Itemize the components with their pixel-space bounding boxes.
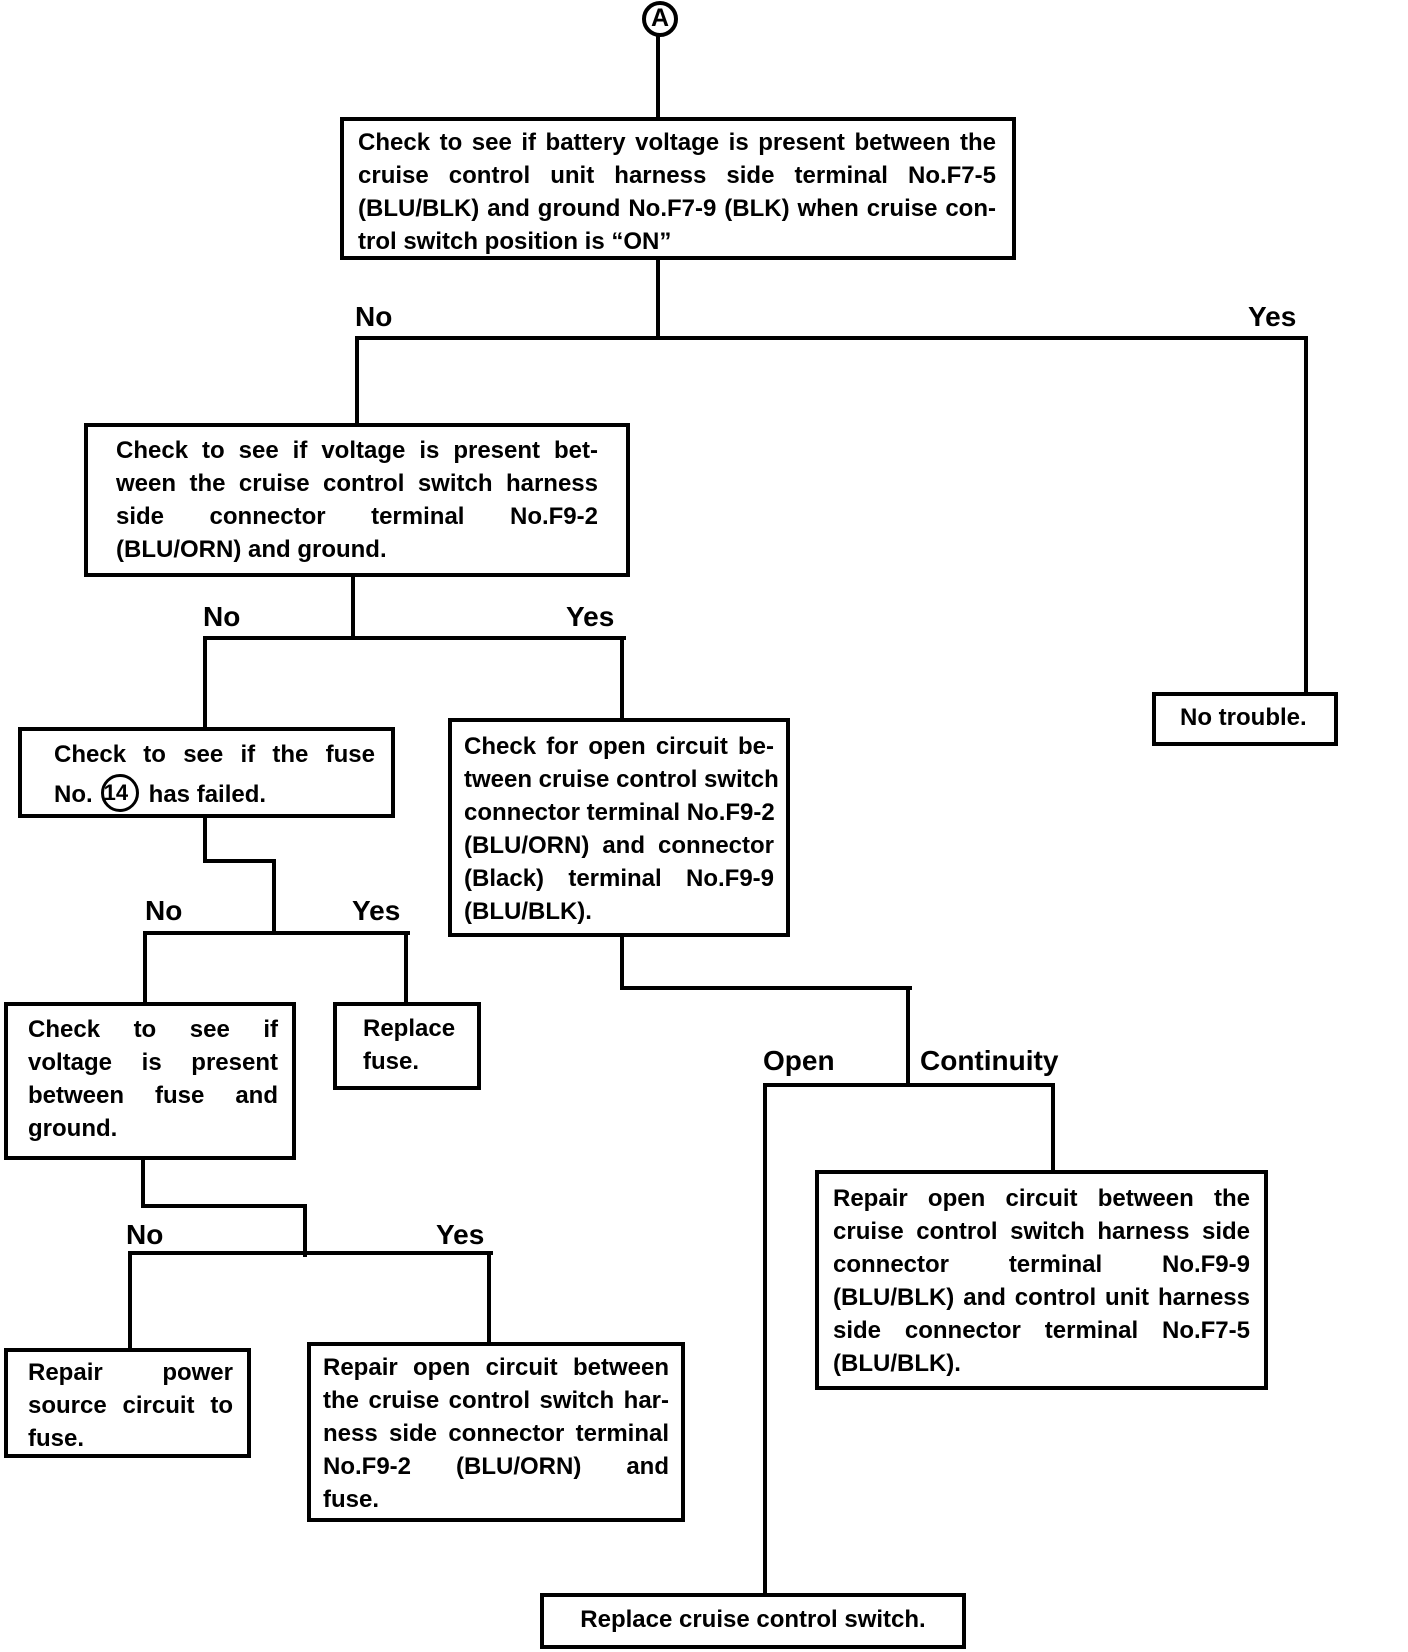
- branch4-yes-drop: [487, 1251, 491, 1346]
- branch1-yes-drop: [1304, 336, 1308, 696]
- text-line: between fuse and: [28, 1082, 278, 1109]
- fuse-line-suffix: has failed.: [148, 781, 267, 808]
- branch4-yes-label: Yes: [436, 1219, 485, 1250]
- text-line: (Black) terminal No.F9-9: [464, 865, 774, 892]
- branch1-no-drop: [355, 336, 359, 425]
- text-line: voltage is present: [28, 1049, 278, 1076]
- node-repair-open-circuit-unit: Repair open circuit between the cruise co…: [815, 1170, 1268, 1390]
- branch5-continuity-label: Continuity: [920, 1045, 1059, 1076]
- text-line: cruise control switch harness side: [833, 1218, 1250, 1245]
- branch5-open-drop: [763, 1083, 767, 1597]
- branch3-horizontal: [143, 931, 410, 935]
- branch4-no-drop: [128, 1251, 132, 1352]
- node-check-battery-voltage: Check to see if battery voltage is prese…: [340, 117, 1016, 260]
- branch2-yes-label: Yes: [566, 601, 615, 632]
- text-line: Repair open circuit between: [323, 1354, 669, 1381]
- node-replace-fuse: Replace fuse.: [333, 1002, 481, 1090]
- branch3-no-label: No: [145, 895, 183, 926]
- branch5-horizontal: [763, 1083, 1055, 1087]
- text-line: fuse.: [323, 1486, 380, 1513]
- text-line: source circuit to: [28, 1392, 233, 1419]
- flow-jog2-horizontal: [141, 1204, 307, 1208]
- text-line: side connector terminal No.F7-5: [833, 1317, 1250, 1344]
- text-line: (BLU/BLK).: [833, 1350, 961, 1377]
- flow-jog1-horizontal: [203, 859, 276, 863]
- branch2-horizontal: [203, 636, 626, 640]
- node-check-fuse-voltage: Check to see if voltage is present between…: [4, 1002, 296, 1160]
- text-line: (BLU/BLK) and control unit harness: [833, 1284, 1250, 1311]
- text-line: (BLU/BLK).: [464, 898, 592, 925]
- flow-jog2-down: [303, 1204, 307, 1257]
- branch2-no-drop: [203, 636, 207, 731]
- node-check-fuse: Check to see if the fuse No. 14 has failed…: [18, 727, 395, 818]
- branch3-no-drop: [143, 931, 147, 1006]
- text-line: No.F9-2 (BLU/ORN) and: [323, 1453, 669, 1480]
- branch1-no-label: No: [355, 301, 393, 332]
- fuse-line-prefix: No.: [54, 781, 93, 808]
- flow-line-a-to-box1: [656, 33, 660, 119]
- text-line: No. 14 has failed.: [54, 773, 375, 815]
- text-line: ness side connector terminal: [323, 1420, 669, 1447]
- branch2-yes-drop: [620, 636, 624, 722]
- branch5-open-label: Open: [763, 1045, 835, 1076]
- text-line: Repair open circuit between the: [833, 1185, 1250, 1212]
- text-line: fuse.: [28, 1425, 85, 1452]
- branch1-horizontal: [355, 336, 1308, 340]
- flow-line-box8-down: [620, 933, 624, 990]
- text-line: Check to see if: [28, 1016, 278, 1043]
- text-line: Check to see if voltage is present bet-: [116, 437, 598, 464]
- node-repair-open-circuit-fuse: Repair open circuit between the cruise co…: [307, 1342, 685, 1522]
- node-replace-switch: Replace cruise control switch.: [540, 1593, 966, 1649]
- text-line: Replace: [363, 1015, 456, 1042]
- text-line: cruise control unit harness side termina…: [358, 162, 996, 189]
- text-line: ween the cruise control switch harness: [116, 470, 598, 497]
- text-line: Check for open circuit be-: [464, 733, 774, 760]
- text-line: ground.: [28, 1115, 118, 1142]
- branch4-no-label: No: [126, 1219, 164, 1250]
- flow-jog3-horizontal: [620, 986, 912, 990]
- node-check-switch-voltage: Check to see if voltage is present bet-w…: [84, 423, 630, 577]
- branch1-yes-label: Yes: [1248, 301, 1297, 332]
- text-line: trol switch position is “ON”: [358, 228, 672, 255]
- flow-line-box1-down: [656, 258, 660, 340]
- connector-a-circle: A: [642, 1, 678, 37]
- text-line: connector terminal No.F9-2: [464, 799, 775, 826]
- text-line: Check to see if the fuse: [54, 741, 375, 768]
- text-line: (BLU/BLK) and ground No.F7-9 (BLK) when …: [358, 195, 996, 222]
- flow-line-box2-down: [351, 573, 355, 640]
- node-repair-power-source: Repair power source circuit to fuse.: [4, 1348, 251, 1458]
- text-line: Repair power: [28, 1359, 233, 1386]
- branch3-yes-drop: [404, 931, 408, 1006]
- text-line: tween cruise control switch: [464, 766, 779, 793]
- text-line: fuse.: [363, 1048, 420, 1075]
- text-line: side connector terminal No.F9-2: [116, 503, 598, 530]
- flow-line-box3-down: [203, 814, 207, 863]
- branch3-yes-label: Yes: [352, 895, 401, 926]
- flow-jog1-down: [272, 859, 276, 935]
- branch2-no-label: No: [203, 601, 241, 632]
- node-no-trouble: No trouble.: [1152, 692, 1338, 746]
- branch5-continuity-drop: [1051, 1083, 1055, 1174]
- text-line: the cruise control switch har-: [323, 1387, 669, 1414]
- flow-line-box4-down: [141, 1158, 145, 1208]
- node-check-open-circuit: Check for open circuit be-tween cruise c…: [448, 718, 790, 937]
- fuse-number-circle: 14: [100, 773, 139, 812]
- branch4-horizontal: [128, 1251, 493, 1255]
- text-line: connector terminal No.F9-9: [833, 1251, 1250, 1278]
- flow-jog3-down: [906, 986, 910, 1087]
- text-line: Check to see if battery voltage is prese…: [358, 129, 996, 156]
- text-line: (BLU/ORN) and ground.: [116, 536, 387, 563]
- text-line: (BLU/ORN) and connector: [464, 832, 774, 859]
